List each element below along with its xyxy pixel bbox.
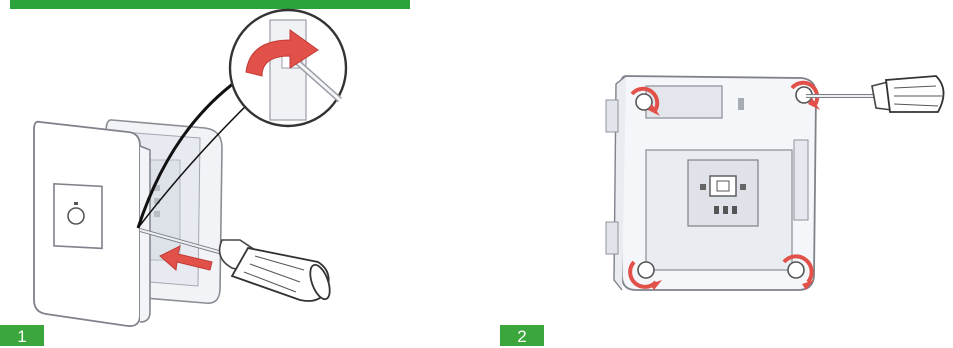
- step-2-drawing: [476, 0, 953, 346]
- step-1-illustration: [0, 0, 470, 346]
- step-2-number: 2: [517, 327, 526, 346]
- base-plate: [606, 76, 816, 290]
- step-2-badge: 2: [500, 325, 544, 346]
- step-1-drawing: [0, 0, 470, 346]
- zoom-detail: [230, 10, 346, 126]
- screwdriver-icon: [806, 76, 944, 112]
- step-1-number: 1: [17, 327, 26, 346]
- front-cover: [34, 122, 150, 326]
- step-2-illustration: [476, 0, 953, 346]
- step-1-badge: 1: [0, 325, 44, 346]
